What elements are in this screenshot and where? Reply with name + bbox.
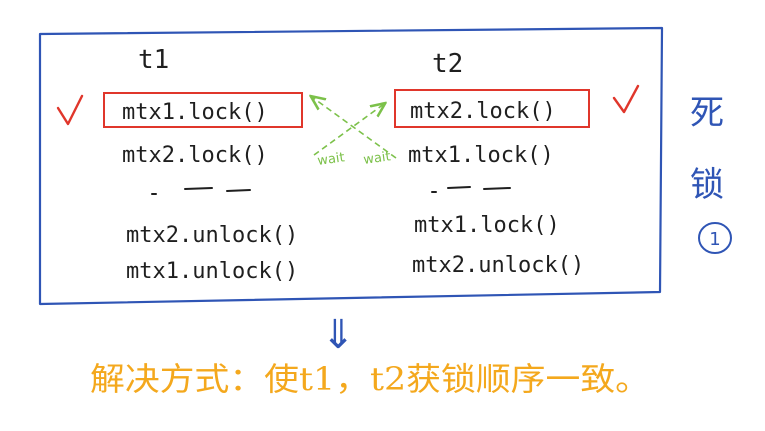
t1-line-3: mtx2.unlock() bbox=[126, 223, 298, 248]
wait-label-right: wait bbox=[362, 149, 391, 168]
t2-check-icon bbox=[612, 84, 640, 114]
t1-check-icon bbox=[56, 94, 84, 126]
thread-t1-label: t1 bbox=[138, 45, 169, 75]
t1-first-lock-highlight bbox=[103, 92, 303, 128]
wait-label-left: wait bbox=[316, 150, 345, 169]
t1-line-1: mtx1.lock() bbox=[122, 100, 268, 125]
t2-ellipsis-scribble bbox=[431, 186, 511, 193]
side-label-char-1: 死 bbox=[690, 93, 724, 133]
side-label-char-2: 锁 bbox=[690, 165, 724, 205]
thread-frame bbox=[38, 26, 664, 306]
t2-line-1: mtx2.lock() bbox=[410, 99, 556, 124]
t1-ellipsis-scribble bbox=[151, 187, 251, 195]
solution-text: 解决方式：使t1，t2获锁顺序一致。 bbox=[90, 360, 650, 398]
side-label-circle bbox=[698, 222, 732, 254]
t1-line-4: mtx1.unlock() bbox=[126, 259, 298, 284]
t2-line-3: mtx1.lock() bbox=[414, 213, 560, 238]
t1-line-2: mtx2.lock() bbox=[122, 143, 268, 168]
implies-arrow-icon: ⇓ bbox=[321, 312, 355, 358]
t2-line-2: mtx1.lock() bbox=[408, 143, 554, 168]
t2-waits-for-mtx1-arrow bbox=[312, 97, 397, 159]
t2-line-4: mtx2.unlock() bbox=[412, 253, 584, 278]
side-label-number: 1 bbox=[709, 229, 720, 250]
t2-first-lock-highlight bbox=[394, 89, 590, 128]
t1-waits-for-mtx2-arrow bbox=[313, 104, 384, 156]
thread-t2-label: t2 bbox=[432, 49, 463, 79]
